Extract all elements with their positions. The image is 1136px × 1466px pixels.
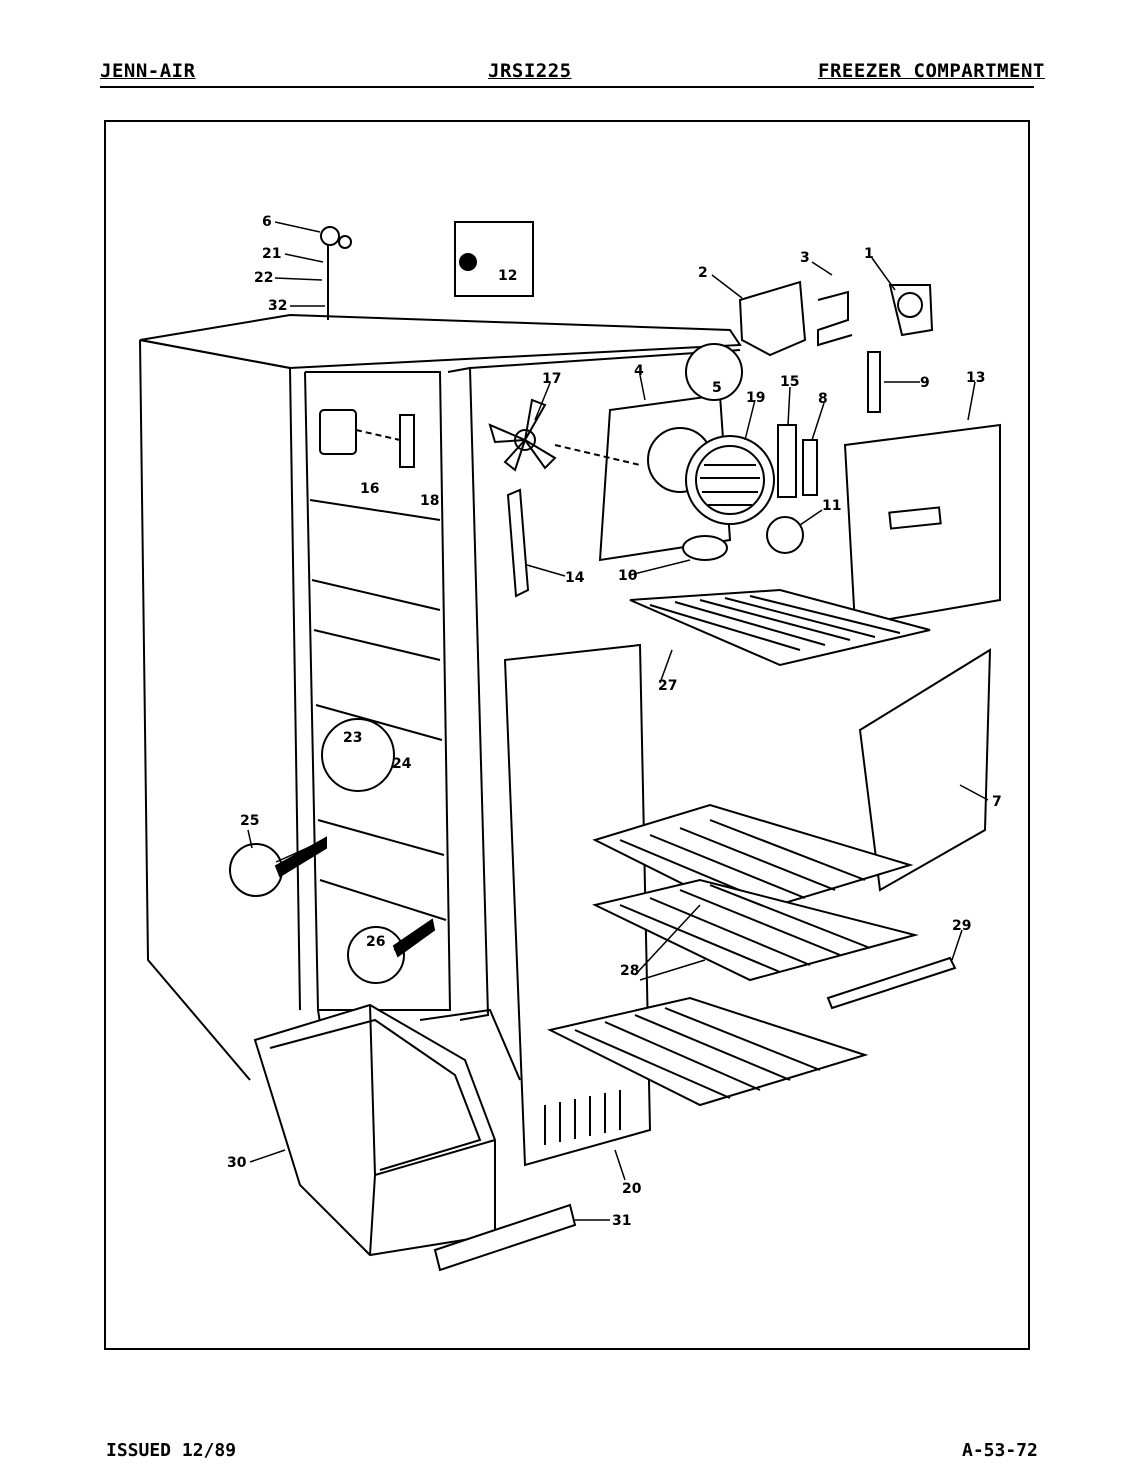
callout-7: 7 — [992, 794, 1002, 810]
control-16 — [319, 409, 357, 455]
evaporator-cover — [598, 393, 732, 562]
callout-24: 24 — [392, 756, 412, 772]
callout-17: 17 — [542, 371, 561, 387]
shelf-bottom — [547, 996, 869, 1107]
section-title: FREEZER COMPARTMENT — [818, 60, 1045, 82]
leader-dashed-16-18 — [355, 429, 401, 441]
brackets-1-2-3 — [738, 280, 934, 357]
inset-marker-icon — [459, 253, 477, 271]
ice-bin — [253, 1003, 496, 1257]
callout-14: 14 — [565, 570, 585, 586]
callout-3: 3 — [800, 250, 810, 266]
detail-circle-23-24 — [321, 718, 395, 792]
cabinet-body — [139, 313, 742, 1081]
model-label: JRSI225 — [488, 60, 572, 82]
callout-9: 9 — [920, 375, 930, 391]
callout-8: 8 — [818, 391, 828, 407]
part-15 — [777, 424, 797, 498]
shelf-top — [629, 588, 931, 667]
callout-28: 28 — [620, 963, 639, 979]
fan-grille — [685, 435, 775, 525]
detail-circle-5 — [685, 343, 743, 401]
callout-30: 30 — [227, 1155, 247, 1171]
callout-18: 18 — [420, 493, 439, 509]
callout-27: 27 — [658, 678, 677, 694]
bulb-10 — [682, 535, 728, 561]
shelf-middle-lower — [592, 878, 919, 982]
trim-strip — [826, 956, 957, 1010]
callout-20: 20 — [622, 1181, 642, 1197]
page-code: A-53-72 — [962, 1440, 1038, 1461]
control-18 — [399, 414, 415, 468]
callout-15: 15 — [780, 374, 799, 390]
callout-29: 29 — [952, 918, 971, 934]
callout-11: 11 — [822, 498, 841, 514]
detail-circle-26 — [347, 926, 405, 984]
callout-numbers: 1 2 3 4 5 6 7 8 9 10 11 12 13 14 15 16 1… — [227, 214, 1002, 1229]
callout-4: 4 — [634, 363, 644, 379]
callout-10: 10 — [618, 568, 638, 584]
callout-2: 2 — [698, 265, 708, 281]
callout-25: 25 — [240, 813, 259, 829]
callout-13: 13 — [966, 370, 985, 386]
diagram-frame — [104, 120, 1030, 1350]
header-rule — [100, 86, 1034, 88]
callout-32: 32 — [268, 298, 287, 314]
issued-date: ISSUED 12/89 — [106, 1440, 237, 1461]
fan-blade — [488, 398, 557, 472]
bulb-11 — [766, 516, 804, 554]
wedge-25 — [274, 836, 327, 878]
callout-22: 22 — [254, 270, 273, 286]
callout-16: 16 — [360, 481, 379, 497]
callout-12: 12 — [498, 268, 517, 284]
side-panel — [858, 648, 992, 892]
callout-1: 1 — [864, 246, 874, 262]
callout-21: 21 — [262, 246, 281, 262]
part-9-strip — [867, 351, 881, 413]
callout-19: 19 — [746, 390, 765, 406]
leader-dashed-17-4 — [554, 444, 641, 466]
detail-circle-25 — [229, 843, 283, 897]
callout-6: 6 — [262, 214, 272, 230]
wedge-26 — [392, 918, 436, 958]
thermostat-assembly — [320, 226, 352, 320]
part-8 — [802, 439, 818, 496]
callout-26: 26 — [366, 934, 385, 950]
callout-5: 5 — [712, 380, 722, 396]
callout-23: 23 — [343, 730, 362, 746]
brand-label: JENN-AIR — [100, 60, 196, 82]
channel-14 — [506, 488, 530, 598]
bottom-trim — [433, 1203, 577, 1272]
callout-31: 31 — [612, 1213, 631, 1229]
door-panel — [843, 423, 1001, 627]
